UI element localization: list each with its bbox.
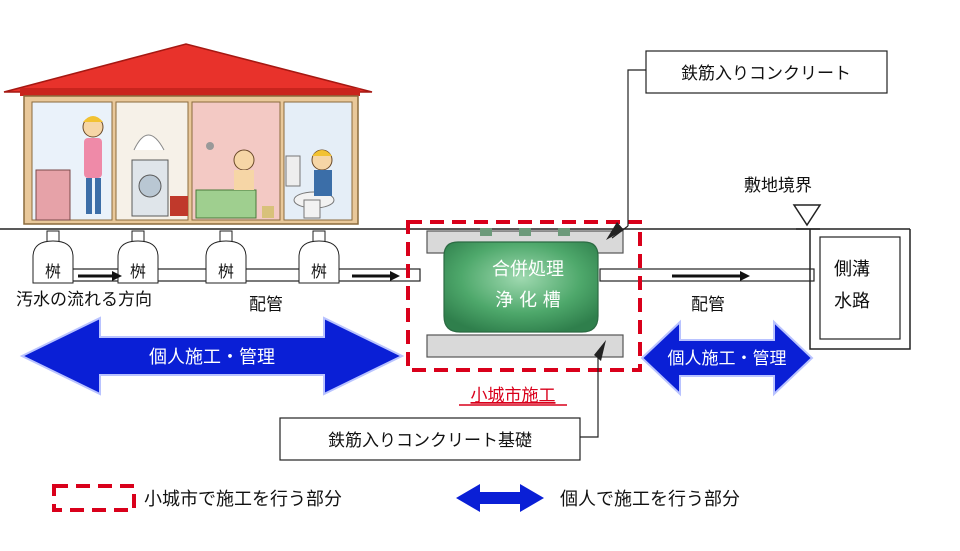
side-drain: 側溝 水路 [796, 228, 911, 350]
pipe-label-left: 配管 [249, 295, 283, 315]
drain-label-line1: 側溝 [834, 259, 870, 280]
pipe-label-right: 配管 [691, 295, 725, 315]
legend-city-swatch [52, 484, 136, 512]
boundary-marker-icon [792, 204, 822, 227]
legend-individual-swatch [456, 484, 544, 512]
boundary-label: 敷地境界 [744, 176, 812, 196]
tank-cover [480, 228, 492, 236]
individual-work-label-left: 個人施工・管理 [149, 347, 275, 368]
house-roof [3, 43, 373, 93]
basin-label: 桝 [311, 262, 327, 281]
septic-tank-assembly: 合併処理 浄 化 槽 [426, 228, 624, 358]
tank-cover [519, 228, 531, 236]
concrete-foundation [426, 334, 624, 358]
basin-label: 桝 [218, 262, 234, 281]
legend-individual-label: 個人で施工を行う部分 [560, 489, 740, 510]
flow-arrow [672, 271, 750, 281]
callout-rebar-concrete: 鉄筋入りコンクリート [606, 50, 888, 240]
individual-work-label-right: 個人施工・管理 [668, 349, 787, 369]
basin: 桝 [298, 230, 340, 284]
flow-direction-label: 汚水の流れる方向 [16, 290, 152, 310]
basin: 桝 [117, 230, 159, 284]
tank-label-line2: 浄 化 槽 [495, 290, 560, 311]
individual-work-arrow-right: 個人施工・管理 [640, 319, 814, 397]
septic-tank-body [443, 241, 599, 333]
callout-rebar-concrete-text: 鉄筋入りコンクリート [681, 64, 851, 84]
callout-rebar-foundation: 鉄筋入りコンクリート基礎 [279, 340, 606, 461]
basin: 桝 [32, 230, 74, 284]
basin-label: 桝 [45, 262, 61, 281]
pipe-system: 桝 桝 桝 桝 [32, 230, 815, 284]
callout-rebar-foundation-text: 鉄筋入りコンクリート基礎 [328, 431, 532, 451]
basket-icon [170, 196, 188, 216]
tank-cover [558, 228, 570, 236]
city-work-region [406, 220, 642, 372]
bathtub-icon [195, 189, 257, 219]
house-eave [20, 88, 360, 96]
city-work-label: 小城市施工 [471, 386, 556, 406]
individual-work-arrow-left: 個人施工・管理 [19, 316, 405, 396]
house-illustration [3, 43, 373, 225]
tank-label-line1: 合併処理 [492, 259, 564, 280]
flow-arrow [352, 271, 400, 281]
basin: 桝 [205, 230, 247, 284]
legend-city-label: 小城市で施工を行う部分 [144, 489, 342, 510]
drain-label-line2: 水路 [834, 291, 870, 312]
flow-arrow [78, 271, 122, 281]
legend: 小城市で施工を行う部分 個人で施工を行う部分 [52, 484, 740, 512]
basin-label: 桝 [130, 262, 146, 281]
toilet-icon [285, 155, 301, 187]
sink-icon [35, 169, 71, 221]
